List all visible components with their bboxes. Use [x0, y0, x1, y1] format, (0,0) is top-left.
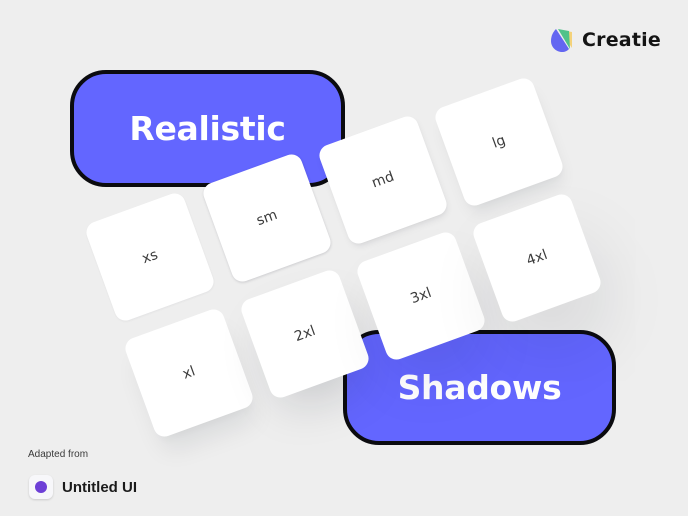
shadow-card-4xl: 4xl [470, 191, 604, 325]
untitled-ui-logo-icon [29, 475, 53, 499]
card-label: lg [490, 132, 508, 152]
untitled-ui-name: Untitled UI [62, 478, 137, 496]
untitled-ui-credit: Untitled UI [29, 475, 137, 499]
brand-name: Creatie [582, 29, 661, 51]
card-label: sm [254, 206, 280, 230]
realistic-pill: Realistic [70, 70, 345, 187]
card-label: 2xl [292, 322, 318, 346]
card-label: xs [139, 246, 161, 268]
realistic-label: Realistic [129, 109, 286, 148]
card-label: md [369, 168, 397, 192]
creatie-logo-icon [550, 26, 576, 54]
card-label: 3xl [408, 284, 434, 308]
card-label: xl [180, 363, 198, 383]
shadow-card-lg: lg [432, 75, 566, 209]
creatie-brand: Creatie [550, 26, 661, 54]
shadow-card-xs: xs [83, 190, 217, 324]
shadows-label: Shadows [397, 368, 562, 407]
card-label: 4xl [524, 246, 550, 270]
adapted-from-label: Adapted from [28, 449, 89, 460]
shadows-pill: Shadows [343, 330, 616, 445]
shadow-card-xl: xl [122, 306, 256, 440]
